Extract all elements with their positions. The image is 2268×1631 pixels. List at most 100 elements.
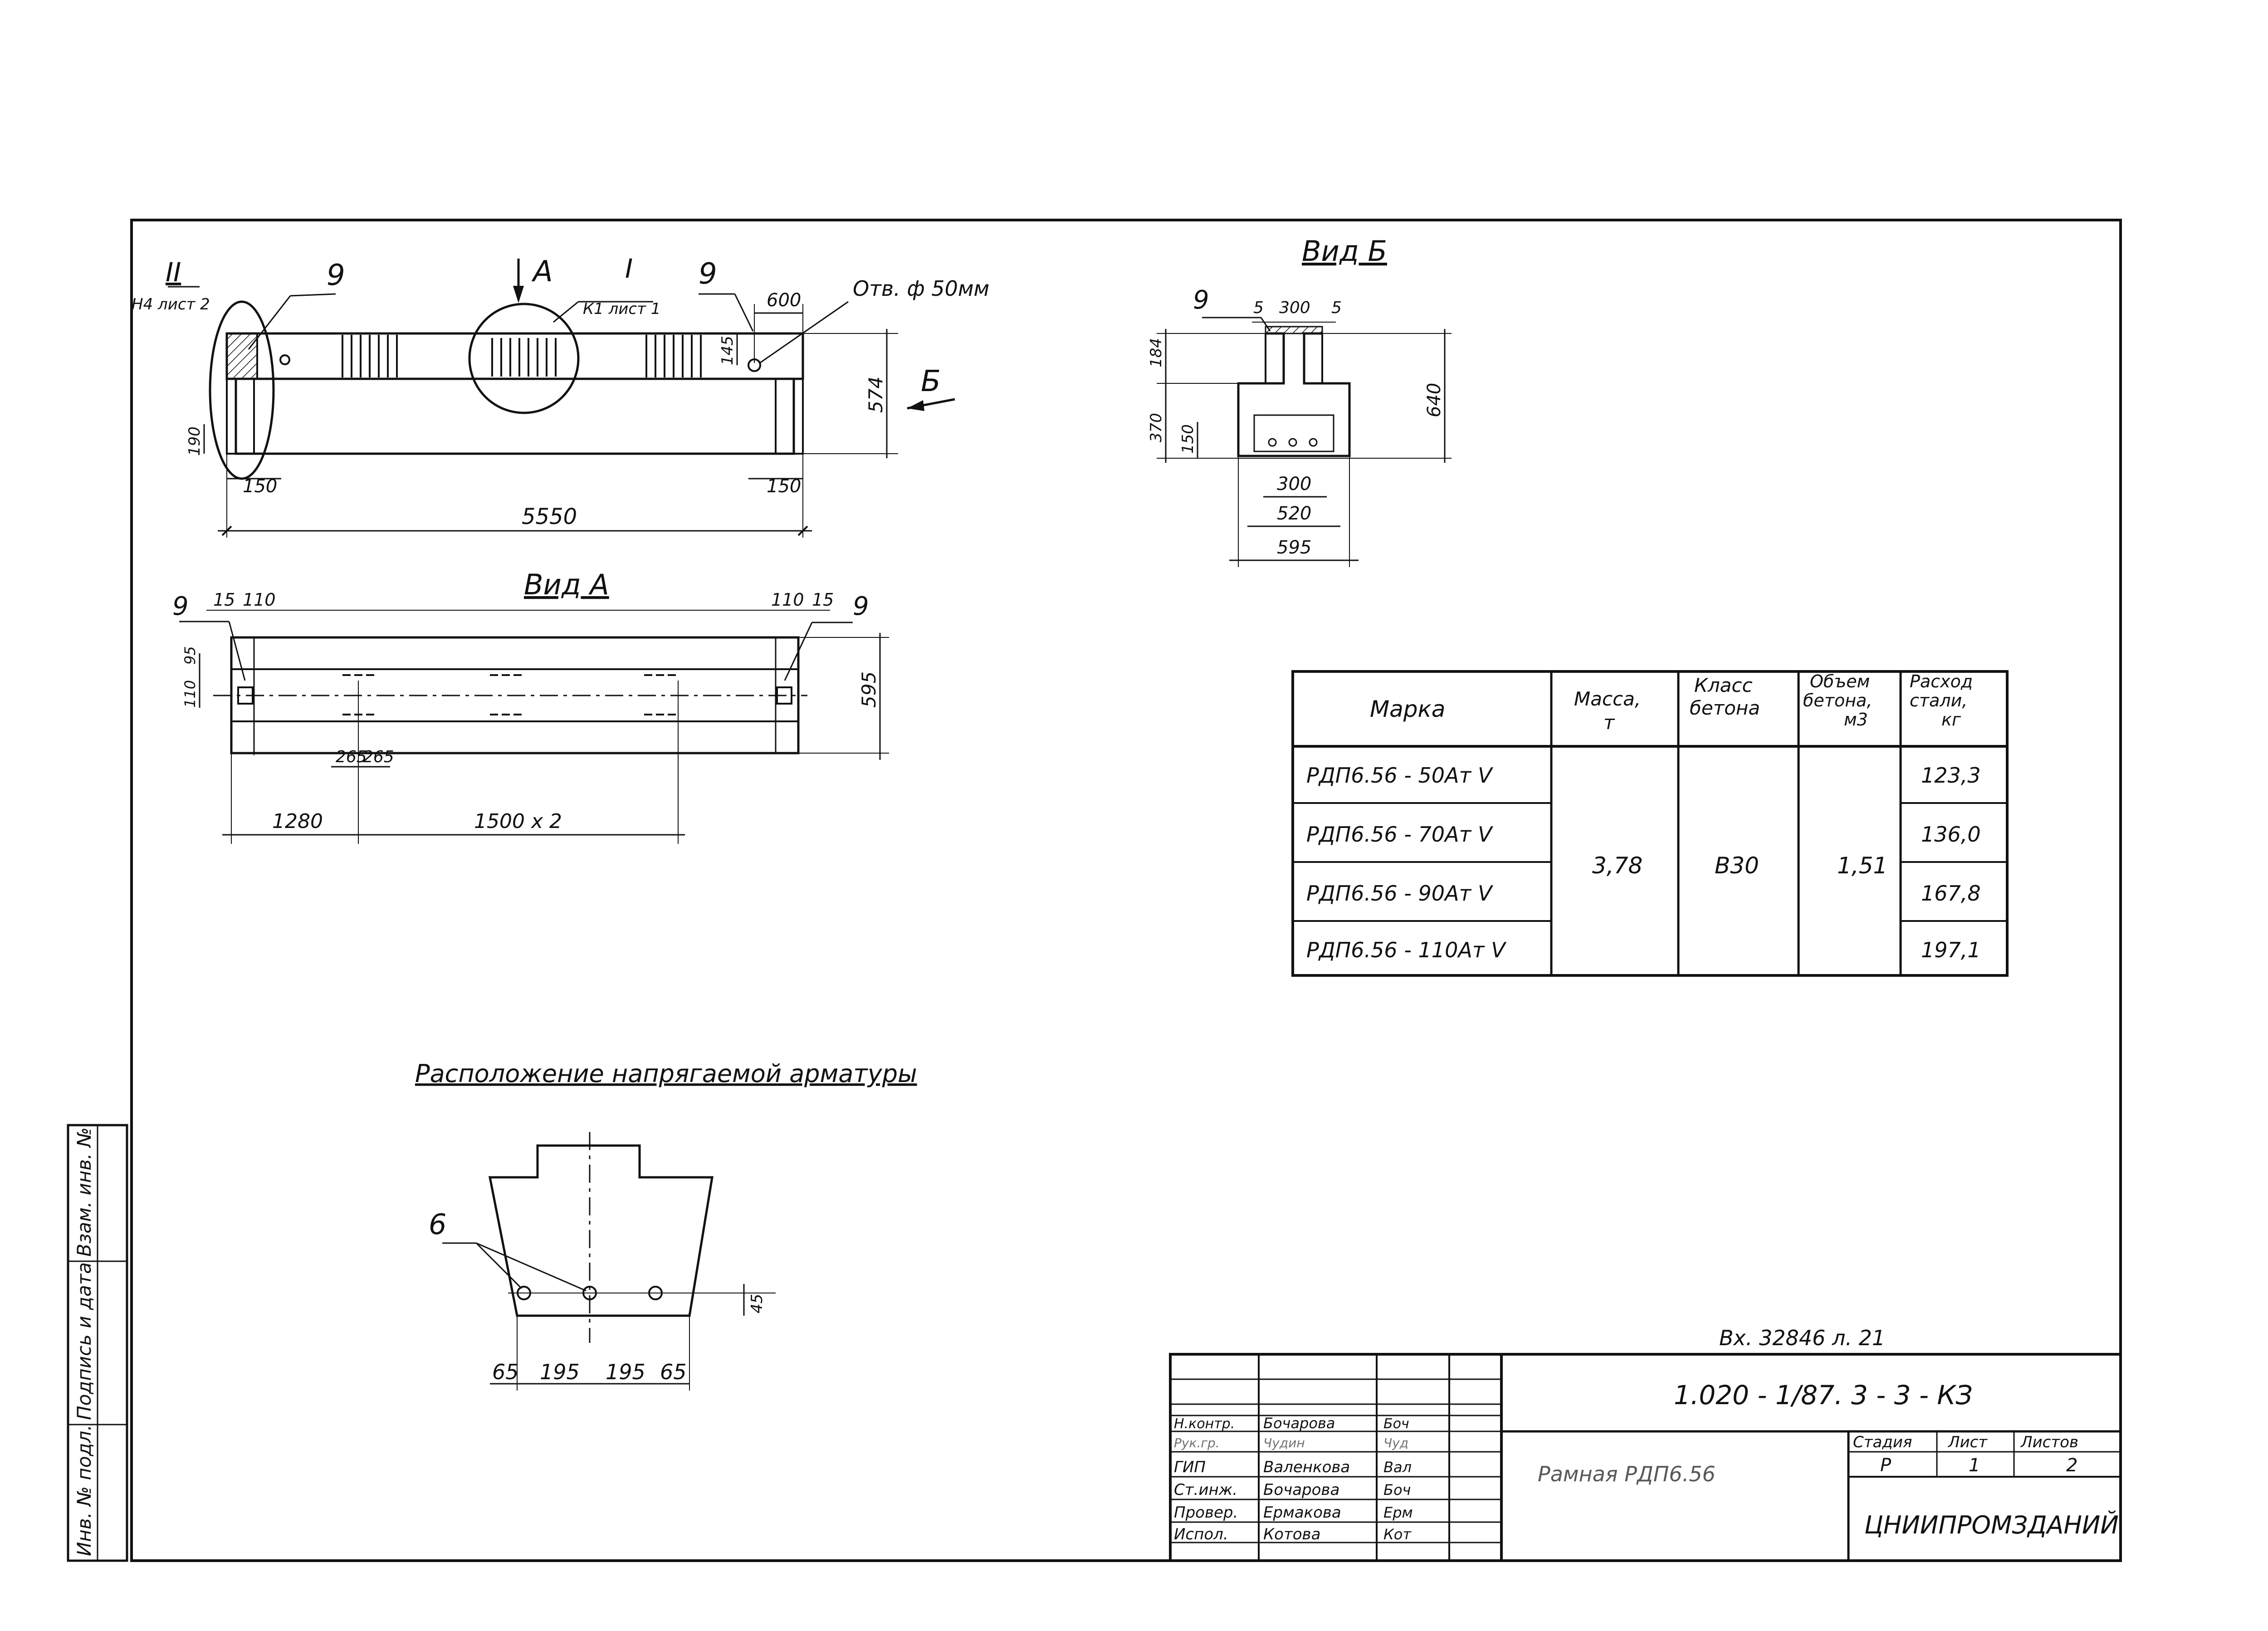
listov-label: Листов — [2020, 1433, 2078, 1451]
spec-header-rashod: Расход стали, кг — [1910, 671, 1978, 730]
spec-header-massa: Масса, т — [1574, 688, 1647, 734]
view-A-dim-265a: 265 — [336, 748, 367, 766]
callout-I-circle — [468, 303, 580, 414]
spec-header-rashod-2: стали, — [1910, 691, 1967, 710]
view-A: Вид А 9 9 15 110 110 15 95 110 595 265 — [172, 568, 889, 844]
dim-5550: 5550 — [522, 504, 577, 529]
spec-row-1-marka: РДП6.56 - 50Ат V — [1306, 763, 1494, 788]
dim-600: 600 — [767, 290, 801, 311]
dim-150-right: 150 — [767, 476, 801, 497]
spec-header-massa-2: т — [1603, 711, 1615, 734]
view-A-dim-595: 595 — [858, 671, 880, 708]
staff-4-name: Бочарова — [1263, 1481, 1339, 1499]
stadiya-value: Р — [1880, 1455, 1892, 1476]
staff-2-role: Рук.гр. — [1174, 1435, 1220, 1450]
rebar-dim-65b: 65 — [660, 1360, 687, 1384]
stirrup-zone-right — [645, 335, 702, 377]
spec-header-klass-1: Класс — [1694, 674, 1753, 696]
view-B-dim-370: 370 — [1147, 413, 1165, 442]
staff-3-sign: Вал — [1383, 1459, 1412, 1476]
spec-header-obem-3: м3 — [1844, 710, 1868, 730]
spec-header-rashod-3: кг — [1941, 710, 1961, 730]
spec-row-4-rashod: 197,1 — [1921, 938, 1981, 962]
view-A-dim-110-right: 110 — [771, 590, 804, 610]
view-B-dim-5a: 5 — [1253, 299, 1264, 317]
view-A-part-9-right: 9 — [853, 592, 869, 621]
view-B-part-9: 9 — [1193, 285, 1209, 315]
dim-145: 145 — [719, 336, 737, 365]
spec-row-2-rashod: 136,0 — [1921, 822, 1981, 847]
list-label: Лист — [1947, 1433, 1988, 1451]
dim-574: 574 — [865, 377, 887, 413]
rebar-dim-65a: 65 — [492, 1360, 519, 1384]
staff-6-name: Котова — [1263, 1525, 1320, 1543]
view-B-title: Вид Б — [1302, 235, 1387, 268]
arrow-B-label: Б — [921, 365, 941, 398]
staff-1-role: Н.контр. — [1174, 1416, 1235, 1432]
view-A-title: Вид А — [524, 568, 609, 601]
view-B-dim-595: 595 — [1277, 537, 1311, 558]
staff-2-name: Чудин — [1263, 1435, 1305, 1450]
hole-note: Отв. ф 50мм — [853, 276, 989, 301]
incoming-number: Вх. 32846 л. 21 — [1719, 1326, 1885, 1350]
title-block: Вх. 32846 л. 21 1.020 - 1/87. 3 - 3 - КЗ… — [1169, 1326, 2122, 1562]
spec-table: Марка Масса, т Класс бетона Объем бетона… — [1291, 670, 2009, 977]
rebar-title: Расположение напрягаемой арматуры — [415, 1059, 917, 1088]
spec-obem: 1,51 — [1837, 852, 1887, 879]
view-B: Вид Б 9 5 300 5 184 370 150 640 300 520 — [1147, 235, 1452, 567]
staff-6-sign: Кот — [1383, 1526, 1412, 1543]
staff-5-role: Провер. — [1174, 1504, 1238, 1522]
view-A-dim-15-right: 15 — [812, 590, 834, 610]
staff-4-sign: Боч — [1383, 1481, 1411, 1499]
dim-150-left: 150 — [243, 476, 277, 497]
spec-klass: В30 — [1715, 852, 1759, 879]
callout-II-sheet: Н4 лист 2 — [132, 295, 210, 313]
stirrup-zone-left — [342, 335, 398, 377]
staff-6-role: Испол. — [1174, 1525, 1228, 1543]
spec-header-obem: Объем бетона, м3 — [1803, 671, 1878, 730]
spec-row-1-rashod: 123,3 — [1921, 763, 1981, 788]
view-A-dim-265b: 265 — [363, 748, 394, 766]
spec-header-obem-1: Объем — [1810, 671, 1870, 691]
org-name: ЦНИИПРОМЗДАНИЙ — [1864, 1511, 2119, 1539]
main-elevation: II Н4 лист 2 I К1 лист 1 А Б 9 9 Отв. ф … — [132, 253, 989, 538]
code-label: 1.020 - 1/87. 3 - 3 - КЗ — [1674, 1380, 1973, 1411]
staff-3-name: Валенкова — [1263, 1458, 1350, 1476]
rebar-dim-195a: 195 — [540, 1360, 580, 1384]
spec-header-massa-1: Масса, — [1574, 688, 1641, 710]
view-B-dim-640: 640 — [1424, 383, 1445, 417]
rebar-dim-45: 45 — [748, 1294, 766, 1313]
callout-I-sheet: К1 лист 1 — [583, 300, 660, 318]
product-name: Рамная РДП6.56 — [1538, 1462, 1716, 1486]
stirrup-zone-center — [491, 338, 557, 377]
staff-5-name: Ермакова — [1263, 1504, 1341, 1522]
staff-2-sign: Чуд — [1383, 1435, 1408, 1450]
staff-1-sign: Боч — [1383, 1416, 1409, 1432]
list-value: 1 — [1969, 1455, 1980, 1476]
spec-header-rashod-1: Расход — [1910, 671, 1973, 691]
view-A-dim-110-left: 110 — [243, 590, 276, 610]
view-A-part-9-left: 9 — [172, 592, 189, 621]
spec-row-3-rashod: 167,8 — [1921, 881, 1981, 906]
rebar-part-6: 6 — [429, 1208, 446, 1241]
spec-massa: 3,78 — [1592, 852, 1642, 879]
view-A-dim-15-left: 15 — [213, 590, 235, 610]
part-9-left: 9 — [327, 259, 345, 292]
side-stamp-inv-podl: Инв. № подл. — [73, 1425, 95, 1556]
arrow-A-label: А — [531, 255, 553, 289]
sheet-frame — [130, 219, 2122, 1562]
rebar-dim-195b: 195 — [606, 1360, 645, 1384]
side-stamp-vzam-inv: Взам. инв. № — [73, 1127, 95, 1257]
view-A-dim-1280: 1280 — [272, 810, 323, 833]
side-stamp-podp-data: Подпись и дата — [73, 1262, 95, 1420]
rebar-layout: Расположение напрягаемой арматуры 6 45 6… — [415, 1059, 917, 1391]
callout-I-label: I — [625, 253, 633, 284]
view-B-dim-300-top: 300 — [1279, 299, 1310, 317]
view-B-dim-184: 184 — [1147, 338, 1165, 367]
dim-190: 190 — [186, 426, 204, 456]
view-B-dim-300: 300 — [1277, 474, 1311, 495]
view-A-dim-110-vert: 110 — [181, 680, 199, 708]
spec-row-4-marka: РДП6.56 - 110Ат V — [1306, 938, 1507, 962]
view-B-dim-150: 150 — [1179, 424, 1197, 454]
listov-value: 2 — [2066, 1455, 2077, 1476]
